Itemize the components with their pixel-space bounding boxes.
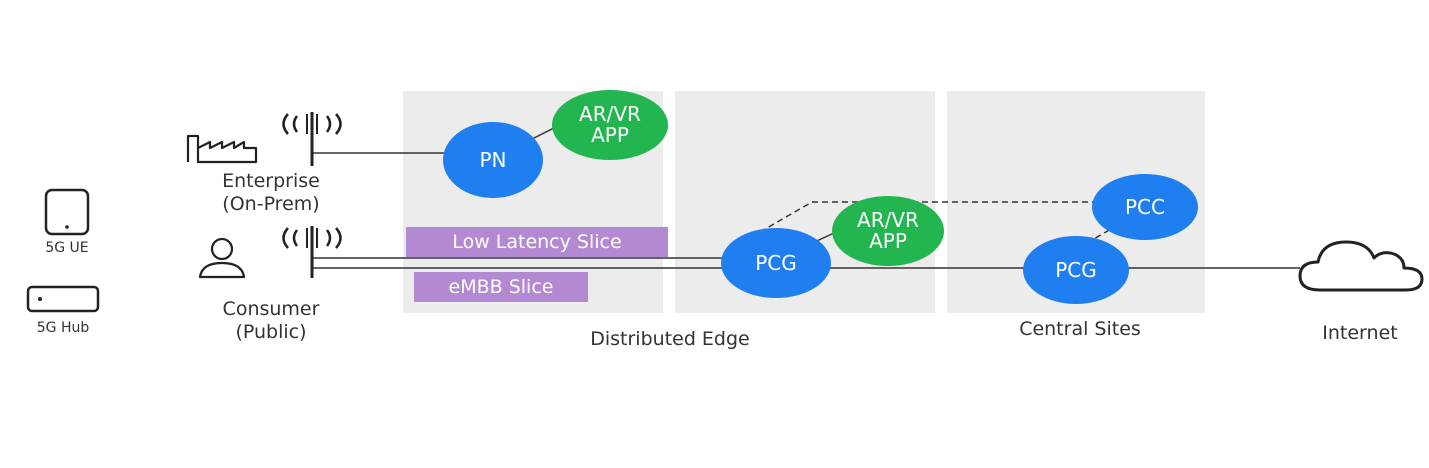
ar-vr-app-node-mid: AR/VR APP: [832, 196, 944, 266]
phone-icon: [44, 188, 90, 236]
pcg-edge-node: PCG: [721, 228, 831, 298]
pcc-node: PCC: [1092, 174, 1198, 240]
ar-vr-app-edge-line2: APP: [591, 123, 629, 147]
pcg-to-pcc-control-link: [759, 201, 1098, 233]
ue-label: 5G UE: [45, 240, 89, 256]
person-icon: [198, 237, 246, 279]
factory-icon: [186, 134, 258, 164]
ar-vr-app-mid-line1: AR/VR: [857, 208, 919, 232]
consumer-label: Consumer (Public): [186, 298, 356, 344]
pn-node: PN: [443, 122, 543, 198]
enterprise-label-line1: Enterprise: [222, 170, 320, 192]
embb-slice-label: eMBB Slice: [414, 272, 588, 302]
distributed-edge-label: Distributed Edge: [590, 328, 750, 350]
hub-icon: [26, 285, 100, 313]
low-latency-slice-label: Low Latency Slice: [406, 227, 668, 257]
cloud-icon: [1298, 240, 1424, 292]
enterprise-label-line2: (On-Prem): [222, 192, 320, 215]
ar-vr-app-edge-line1: AR/VR: [579, 102, 641, 126]
internet-label: Internet: [1322, 322, 1398, 344]
consumer-label-line2: (Public): [235, 320, 307, 343]
cell-tower-icon: [282, 226, 342, 278]
ar-vr-app-node-edge: AR/VR APP: [552, 90, 668, 160]
consumer-label-line1: Consumer: [222, 298, 320, 320]
hub-label: 5G Hub: [36, 320, 90, 336]
cell-tower-icon: [282, 112, 342, 166]
pcc-to-pcg-control-link: [1077, 224, 1119, 249]
enterprise-label: Enterprise (On-Prem): [186, 170, 356, 216]
central-sites-label: Central Sites: [1019, 318, 1141, 340]
ar-vr-app-mid-line2: APP: [869, 229, 907, 253]
pcg-central-node: PCG: [1023, 236, 1129, 304]
